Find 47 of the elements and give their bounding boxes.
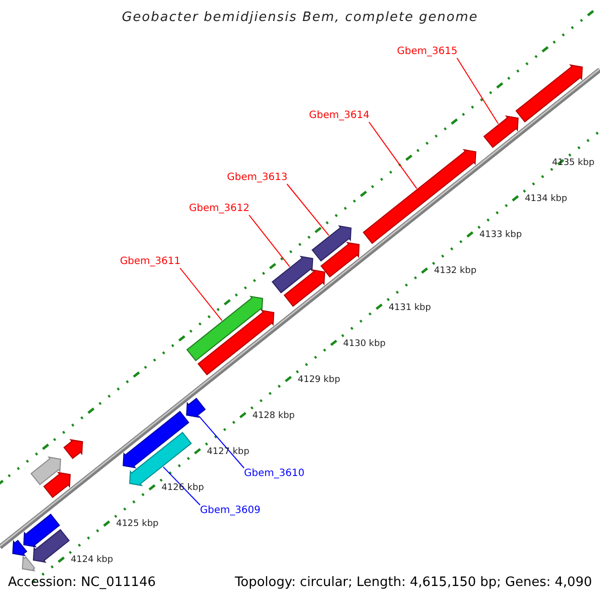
gene-feature [122, 410, 190, 468]
scale-label: 4126 kbp [162, 483, 204, 494]
gene-feature [30, 456, 62, 486]
gene-label: Gbem_3614 [309, 110, 370, 122]
leader-line [456, 58, 499, 124]
gene-feature [284, 269, 326, 307]
scale-label: 4135 kbp [552, 158, 594, 169]
gene-label: Gbem_3615 [397, 46, 458, 58]
leader-line [248, 214, 290, 268]
gene-feature [272, 256, 314, 294]
scale-label: 4125 kbp [116, 519, 158, 530]
scale-label: 4124 kbp [70, 555, 114, 566]
leader-line [198, 415, 244, 468]
title: Geobacter bemidjiensis Bem, complete genome [120, 10, 480, 26]
gene-label: Gbem_3609 [200, 505, 260, 517]
gene-feature [23, 514, 60, 548]
leader-line [180, 268, 222, 322]
leader-line [368, 122, 418, 190]
gene-label: Gbem_3612 [189, 203, 250, 215]
gene-feature [320, 242, 360, 278]
topology-text: Topology: circular; Length: 4,615,150 bp; Genes: 4,090 [234, 575, 592, 591]
gene-feature [32, 529, 70, 563]
scale-label: 4132 kbp [434, 266, 476, 278]
gene-feature [198, 310, 274, 376]
scale-label: 4133 kbp [479, 230, 522, 242]
scale-label: 4129 kbp [298, 374, 340, 386]
gene-feature [63, 438, 84, 460]
gene-feature [312, 225, 352, 262]
gene-feature [186, 296, 264, 362]
gene-feature [43, 472, 71, 498]
gene-feature [22, 555, 36, 572]
leader-line [286, 184, 330, 236]
scale-label: 4130 kbp [343, 338, 386, 350]
scale-label: 4128 kbp [252, 410, 295, 422]
gene-label: Gbem_3610 [244, 468, 304, 480]
leader-line [162, 466, 200, 506]
gene-feature [12, 540, 28, 556]
scale-label: 4127 kbp [206, 447, 250, 458]
accession-text: Accession: NC_011146 [8, 575, 156, 591]
gene-feature [186, 398, 206, 418]
gene-label: Gbem_3613 [227, 172, 288, 184]
gene-label: Gbem_3611 [120, 256, 180, 268]
gene-feature [483, 115, 519, 148]
gene-feature [515, 64, 583, 122]
scale-label: 4134 kbp [524, 194, 568, 205]
scale-label: 4131 kbp [388, 302, 431, 314]
gene-feature [362, 148, 476, 244]
